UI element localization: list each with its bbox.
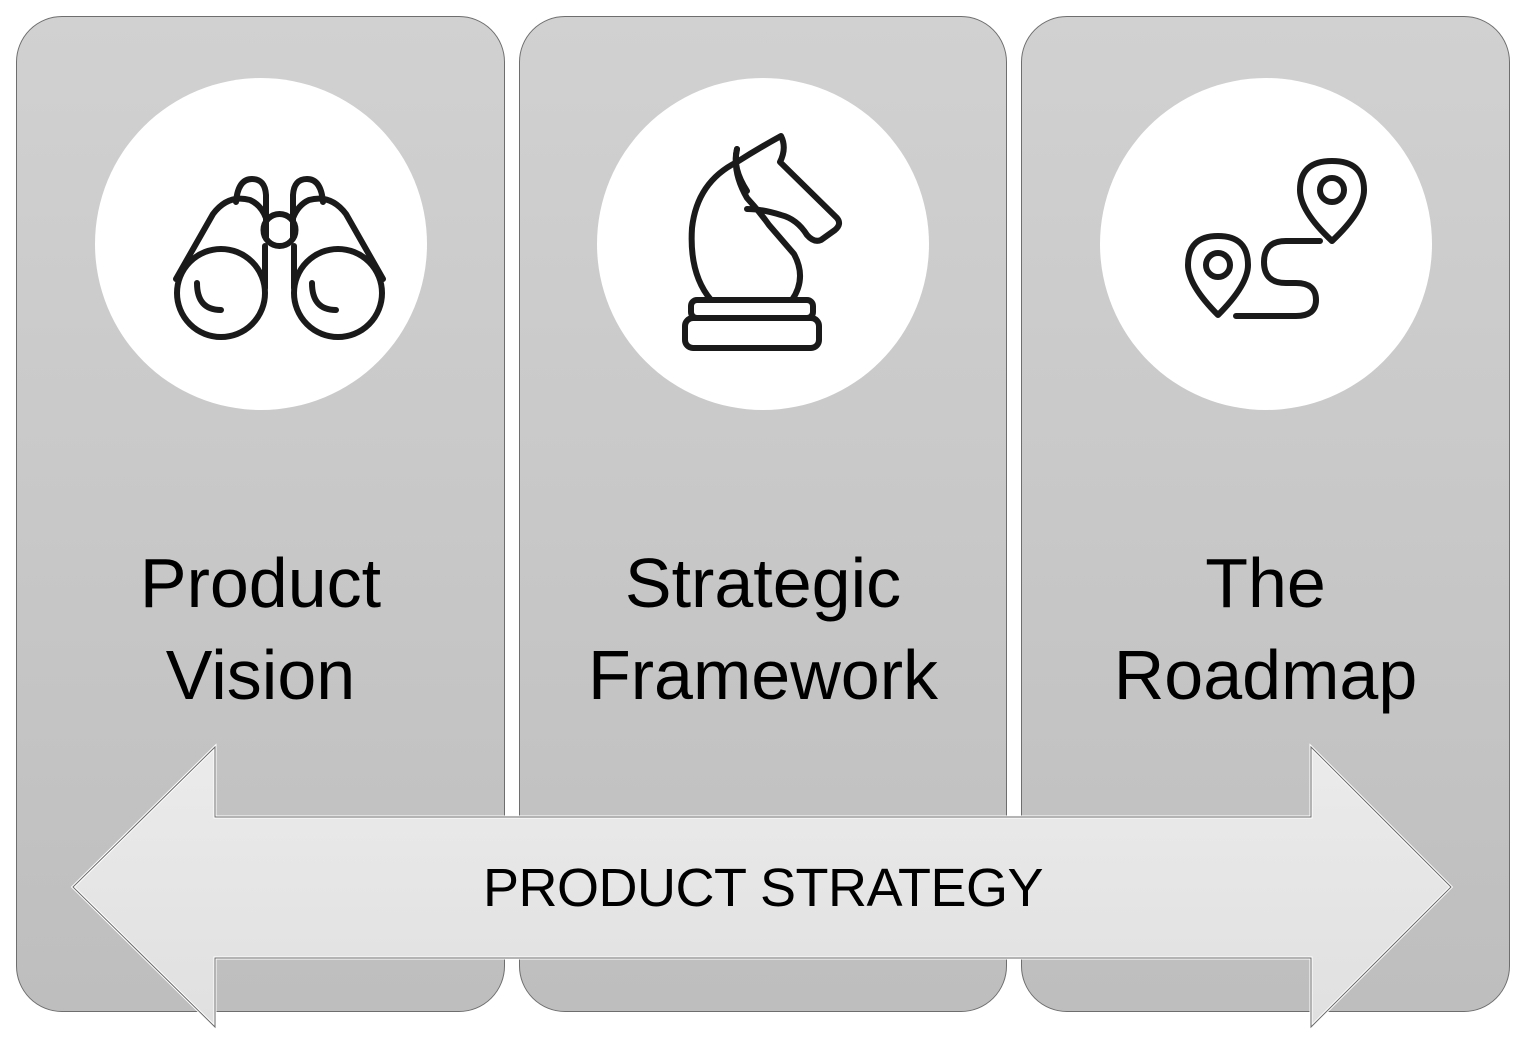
panel-title: Product Vision	[17, 537, 504, 721]
panel-title-line1: Strategic	[624, 544, 902, 622]
panel-title-line2: Vision	[165, 636, 356, 714]
panel-title-line2: Framework	[587, 636, 939, 714]
chess-knight-icon	[682, 133, 843, 351]
panel-title: The Roadmap	[1022, 537, 1509, 721]
panel-title-line1: Product	[139, 544, 382, 622]
panel-title: Strategic Framework	[520, 537, 1006, 721]
icon-circle	[597, 78, 929, 410]
icon-circle	[94, 78, 427, 410]
icon-circle	[1099, 78, 1432, 410]
binoculars-icon	[172, 176, 386, 340]
route-map-pins-icon	[1184, 158, 1367, 319]
panel-title-line2: Roadmap	[1113, 636, 1418, 714]
panel-title-line1: The	[1205, 544, 1326, 622]
arrow-label: PRODUCT STRATEGY	[482, 858, 1044, 918]
